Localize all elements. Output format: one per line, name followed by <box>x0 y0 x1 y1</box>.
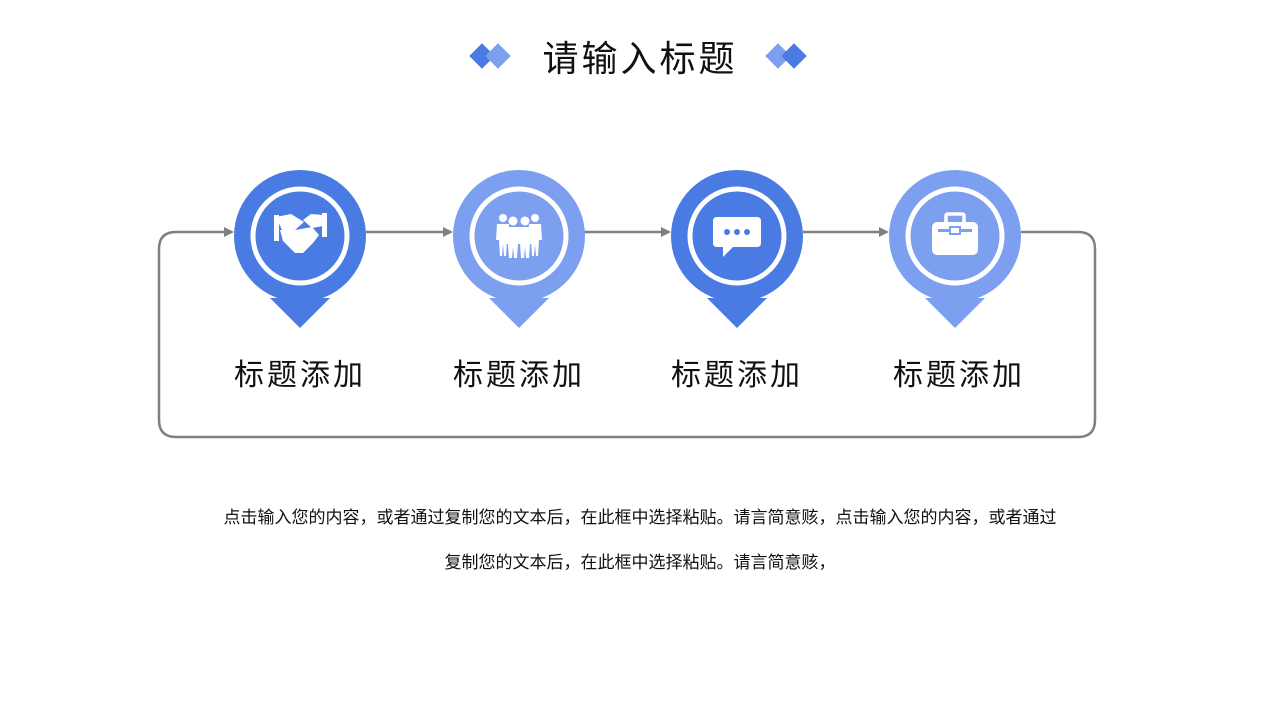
step-label-1: 标题添加 <box>234 358 366 393</box>
title-decoration-right <box>765 43 807 69</box>
title-decoration-left <box>469 43 511 69</box>
step-pin-3 <box>671 170 803 328</box>
briefcase-icon <box>932 212 978 255</box>
step-pin-4 <box>889 170 1021 328</box>
step-pin-2 <box>453 170 585 328</box>
handshake-icon <box>274 213 327 253</box>
step-label-3: 标题添加 <box>671 358 803 393</box>
step-pin-1 <box>234 170 366 328</box>
step-label-4: 标题添加 <box>893 358 1025 393</box>
step-label-2: 标题添加 <box>453 358 585 393</box>
loop-connector <box>157 227 1097 439</box>
description-line-2: 复制您的文本后，在此框中选择粘贴。请言简意赅， <box>444 553 836 573</box>
team-icon <box>496 214 542 258</box>
description-line-1: 点击输入您的内容，或者通过复制您的文本后，在此框中选择粘贴。请言简意赅，点击输入… <box>223 508 1057 528</box>
page-title: 请输入标题 <box>542 39 738 80</box>
chat-bubble-icon <box>713 217 761 257</box>
